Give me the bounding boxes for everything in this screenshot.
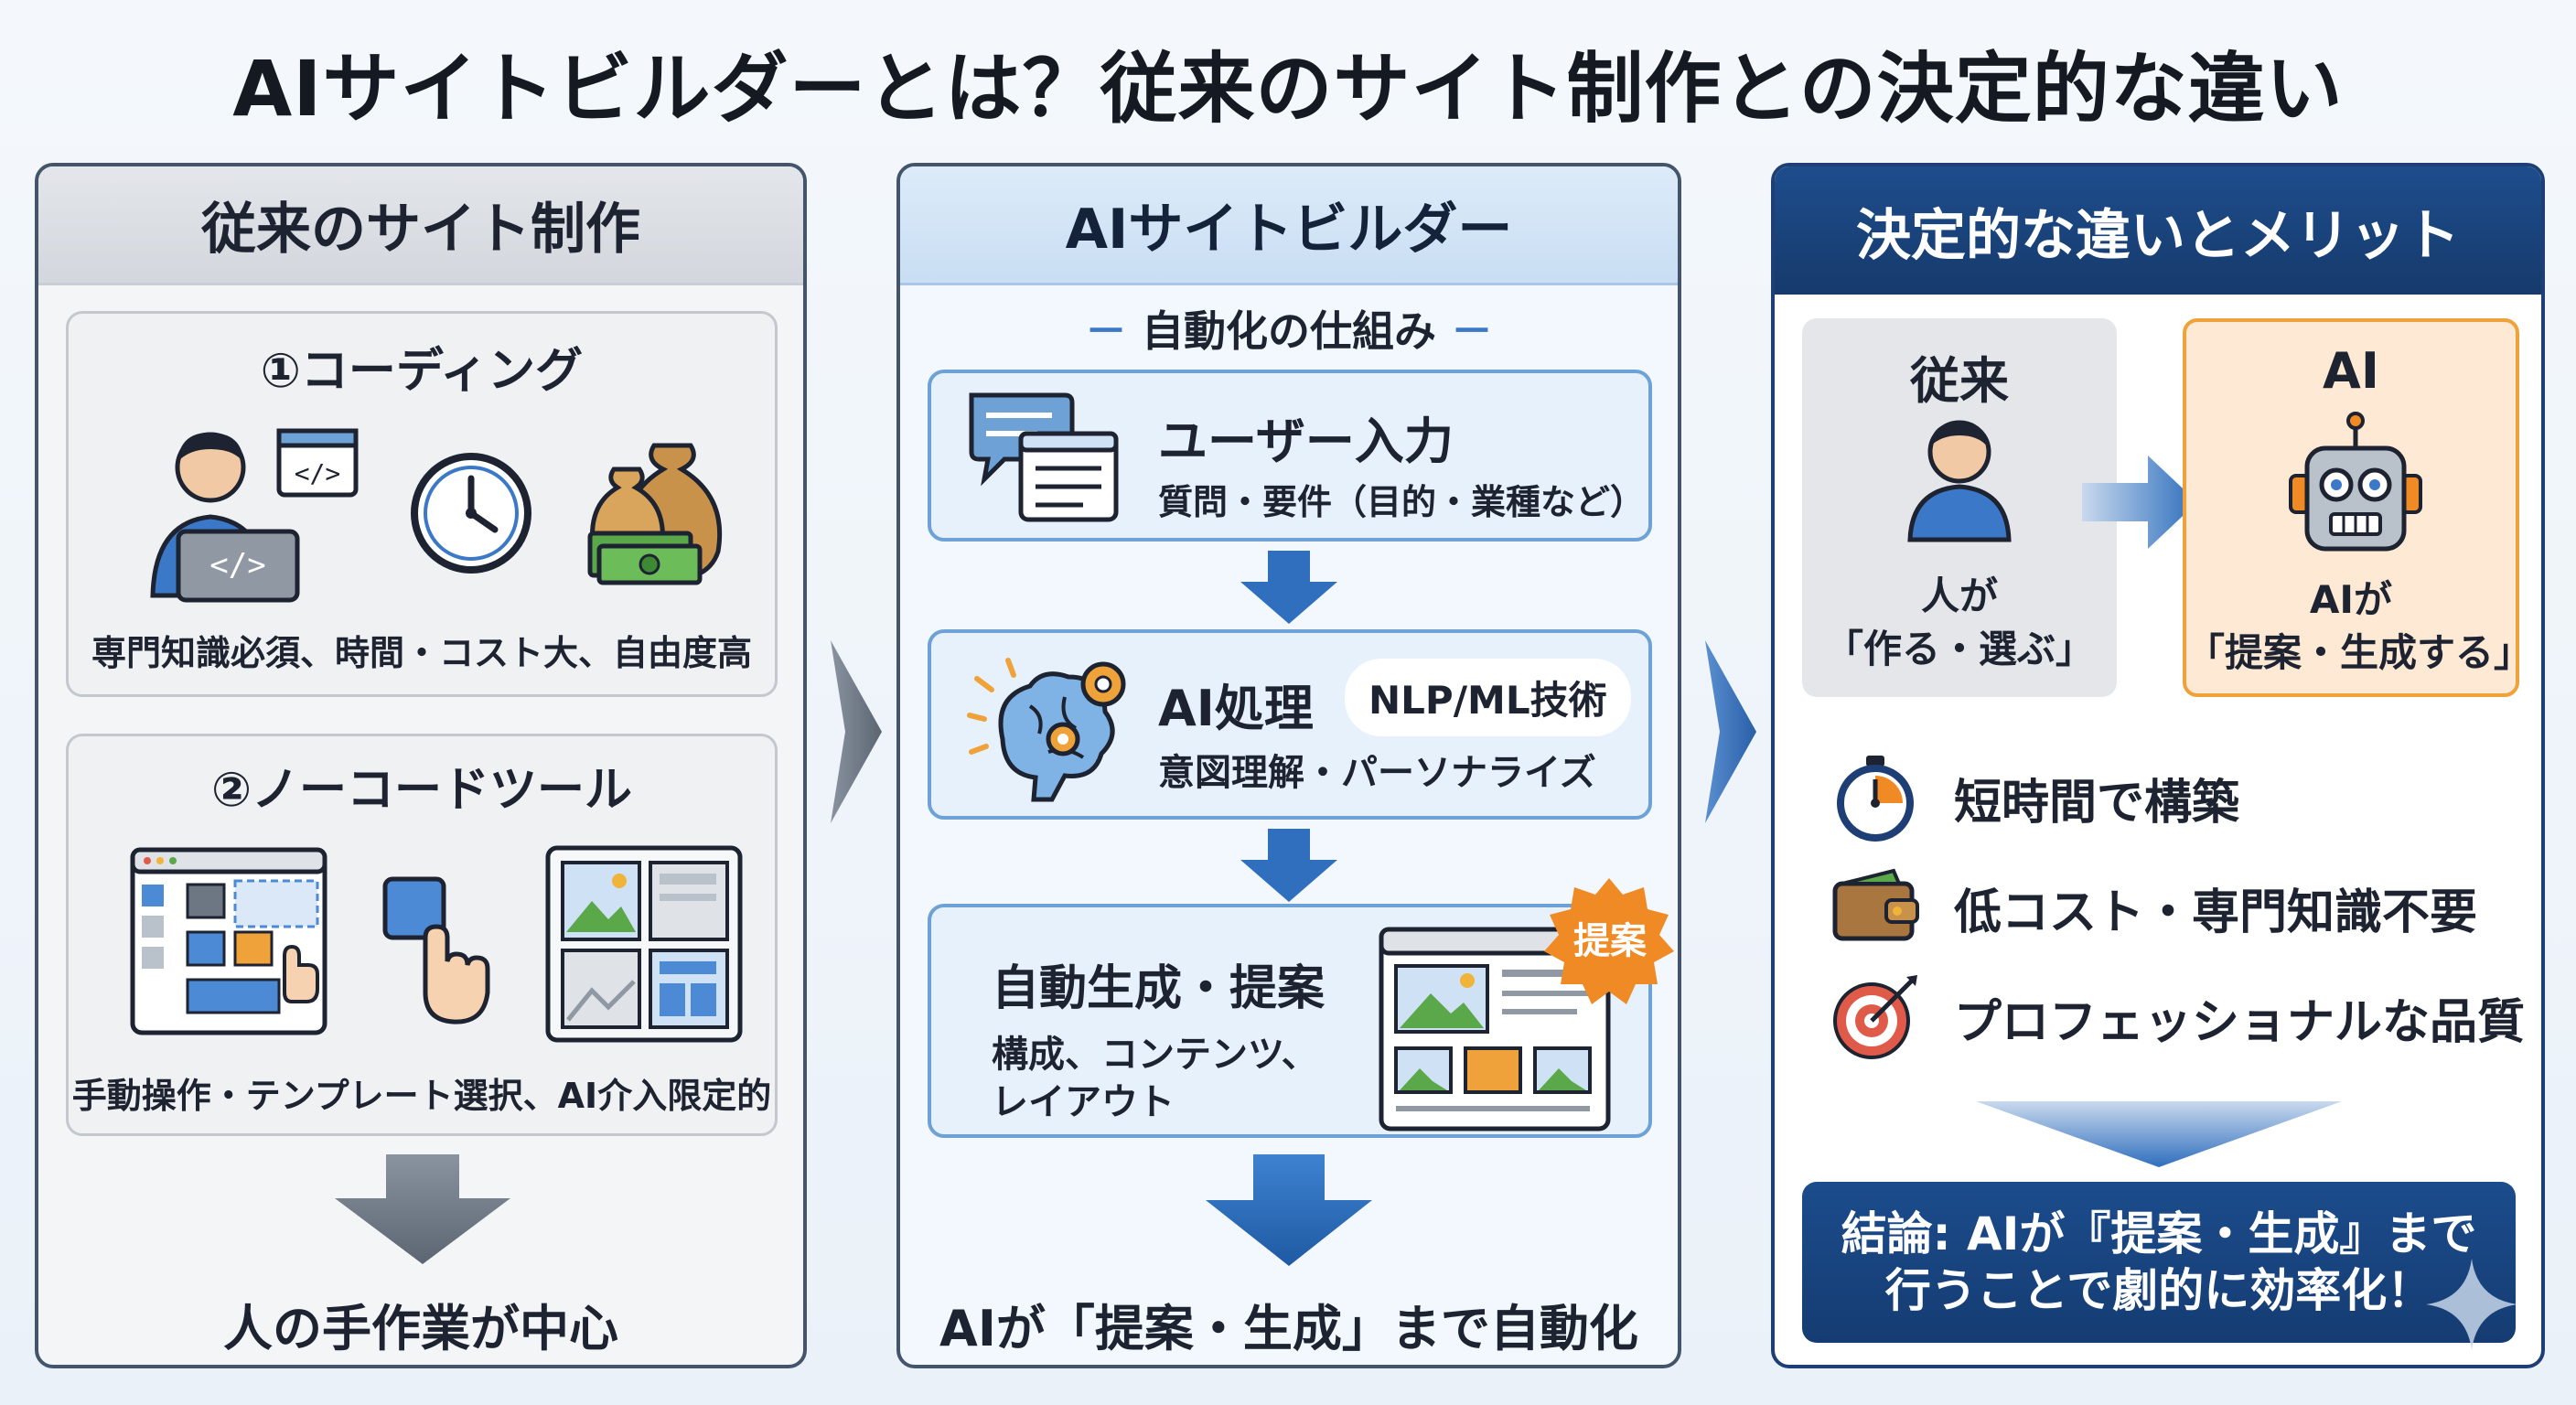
merits-panel: 決定的な違いとメリット 従来 人が 「作る・選ぶ」 AI AIが 「提案・生成す… xyxy=(1771,163,2545,1368)
conclusion-line1: 結論: AIが『提案・生成』まで xyxy=(1841,1207,2477,1260)
ai-processing-desc: 意図理解・パーソナライズ xyxy=(1158,752,1596,794)
merit-label-fast: 短時間で構築 xyxy=(1954,775,2240,831)
chevron-right-icon xyxy=(831,640,882,823)
chevron-right-icon-2 xyxy=(1705,640,1756,823)
nocode-caption: 手動操作・テンプレート選択、AI介入限定的 xyxy=(71,1076,772,1116)
ai-compare-label: AI xyxy=(2323,342,2379,400)
ai-builder-footer: AIが「提案・生成」まで自動化 xyxy=(939,1300,1638,1357)
merit-label-quality: プロフェッショナルな品質 xyxy=(1954,994,2526,1050)
step-down-arrow-2 xyxy=(1240,829,1337,902)
chat-bubbles-icon xyxy=(969,392,1119,522)
merit-label-cost: 低コスト・専門知識不要 xyxy=(1954,885,2478,940)
traditional-panel-header: 従来のサイト制作 xyxy=(38,166,803,285)
coding-caption: 専門知識必須、時間・コスト大、自由度高 xyxy=(91,633,752,673)
auto-generate-step: 自動生成・提案 構成、コンテンツ、 レイアウト 提案 xyxy=(928,878,1674,1138)
ai-compare-line1: AIが xyxy=(2309,577,2393,622)
sparkle-icon xyxy=(2426,1259,2517,1350)
brain-gears-icon xyxy=(967,658,1126,802)
traditional-compare-label: 従来 xyxy=(1910,352,2009,410)
middle-down-arrow xyxy=(1206,1154,1372,1266)
user-input-title: ユーザー入力 xyxy=(1158,413,1454,470)
svg-text:</>: </> xyxy=(295,458,341,488)
person-icon xyxy=(1907,420,2012,542)
drag-drop-builder-icon xyxy=(130,847,327,1035)
page-title: AIサイトビルダーとは？従来のサイト制作との決定的な違い xyxy=(232,44,2344,134)
merits-panel-header: 決定的な違いとメリット xyxy=(1775,166,2541,295)
clock-icon xyxy=(411,453,531,574)
traditional-compare-line2: 「作る・選ぶ」 xyxy=(1824,627,2094,671)
conclusion-box: 結論: AIが『提案・生成』まで 行うことで劇的に効率化！ xyxy=(1802,1182,2516,1343)
template-grid-icon xyxy=(545,845,743,1043)
traditional-compare-box: 従来 人が 「作る・選ぶ」 xyxy=(1802,318,2117,697)
wallet-icon xyxy=(1832,868,1919,941)
merit-row-quality: プロフェッショナルな品質 xyxy=(1830,971,2525,1063)
ai-processing-step: AI処理 NLP/ML技術 意図理解・パーソナライズ xyxy=(928,629,1652,820)
auto-generate-desc-1: 構成、コンテンツ、 xyxy=(992,1034,1318,1076)
ai-compare-line2: 「提案・生成する」 xyxy=(2186,630,2533,675)
nocode-card: ②ノーコードツール xyxy=(66,734,778,1136)
user-input-step: ユーザー入力 質問・要件（目的・業種など） xyxy=(928,370,1652,542)
merit-row-fast: 短時間で構築 xyxy=(1830,752,2239,843)
ai-processing-title: AI処理 xyxy=(1158,680,1314,737)
hand-click-icon xyxy=(382,876,490,1024)
proposal-badge xyxy=(1544,878,1674,1004)
webpage-layout-icon xyxy=(1379,927,1611,1132)
conclusion-line2: 行うことで劇的に効率化！ xyxy=(1884,1264,2433,1317)
merit-row-cost: 低コスト・専門知識不要 xyxy=(1830,862,2477,953)
ai-builder-panel-header: AIサイトビルダー xyxy=(900,166,1678,285)
compare-right-arrow xyxy=(2082,456,2197,549)
svg-text:</>: </> xyxy=(209,547,265,584)
traditional-panel: 従来のサイト制作 ①コーディング </> </> xyxy=(35,163,807,1368)
nocode-title: ②ノーコードツール xyxy=(210,763,633,818)
dash-right: － xyxy=(1436,306,1494,356)
mechanism-subheader-text: 自動化の仕組み xyxy=(1142,306,1436,356)
stopwatch-icon xyxy=(1837,756,1914,842)
auto-generate-desc-2: レイアウト xyxy=(992,1081,1175,1123)
proposal-badge-label: 提案 xyxy=(1573,920,1647,962)
traditional-compare-line1: 人が xyxy=(1920,574,1998,618)
step-down-arrow-1 xyxy=(1240,551,1337,624)
mechanism-subheader: － 自動化の仕組み － xyxy=(900,298,1678,359)
ai-compare-box: AI AIが 「提案・生成する」 xyxy=(2183,318,2533,697)
target-icon xyxy=(1833,975,1917,1059)
developer-laptop-icon: </> </> xyxy=(150,428,359,603)
traditional-footer: 人の手作業が中心 xyxy=(223,1300,618,1357)
dash-left: － xyxy=(1084,306,1142,356)
ai-builder-panel: AIサイトビルダー － 自動化の仕組み － ユーザー入力 質問・要件（目的・業種… xyxy=(896,163,1681,1368)
coding-card: ①コーディング </> </> 専門知識必須、時間・コ xyxy=(66,311,778,697)
conclusion-down-arrow xyxy=(1976,1101,2342,1167)
user-input-desc: 質問・要件（目的・業種など） xyxy=(1158,482,1646,522)
nlp-ml-tag: NLP/ML技術 xyxy=(1345,659,1631,736)
robot-icon xyxy=(2289,412,2422,552)
money-bags-icon xyxy=(587,443,723,585)
auto-generate-title: 自動生成・提案 xyxy=(992,961,1326,1016)
left-down-arrow xyxy=(335,1154,510,1264)
coding-title: ①コーディング xyxy=(260,344,584,399)
